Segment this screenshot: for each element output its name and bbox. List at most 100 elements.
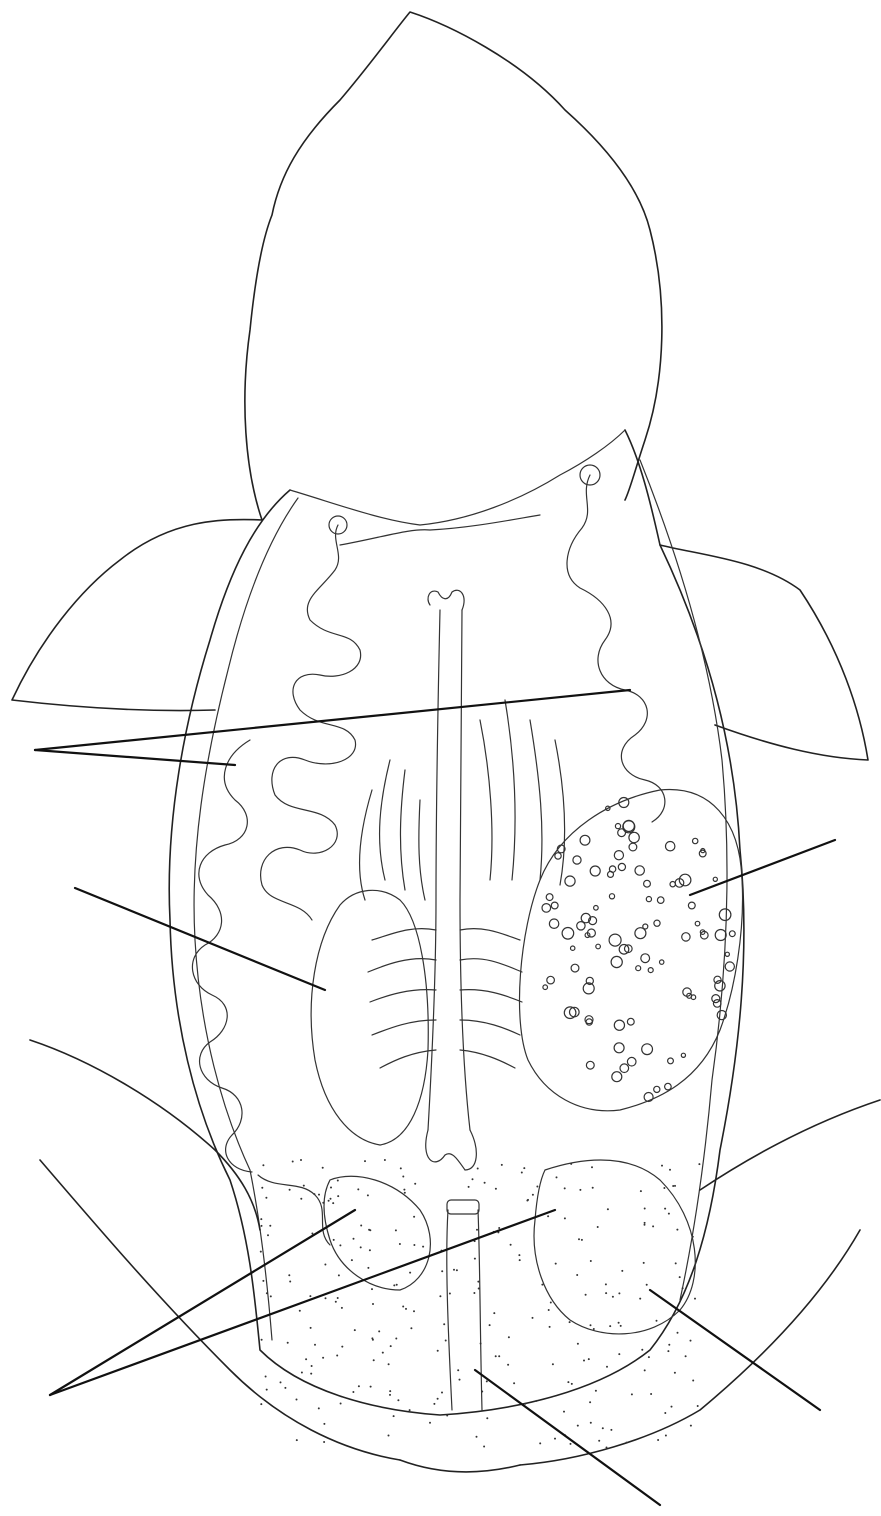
stipple-dot (570, 1443, 572, 1445)
stipple-dot (495, 1188, 497, 1190)
stipple-dot (606, 1366, 608, 1368)
stipple-dot (360, 1225, 362, 1227)
stipple-dot (476, 1229, 478, 1231)
egg-circle (635, 928, 646, 939)
egg-circle (712, 995, 720, 1003)
stipple-dot (266, 1292, 268, 1294)
stipple-dot (652, 1225, 654, 1227)
stipple-dot (328, 1200, 330, 1202)
stipple-dot (410, 1327, 412, 1329)
stipple-dot (414, 1183, 416, 1185)
stipple-dot (323, 1441, 325, 1443)
stipple-dot (318, 1194, 320, 1196)
right-hindlimb (520, 1100, 880, 1465)
stipple-dot (413, 1310, 415, 1312)
stipple-dot (352, 1391, 354, 1393)
stipple-dot (266, 1389, 268, 1391)
leader-line-oviduct-left (35, 750, 235, 765)
stipple-dot (685, 1355, 687, 1357)
stipple-dot (692, 1380, 694, 1382)
egg-circle (713, 1000, 721, 1008)
stipple-dot (532, 1317, 534, 1319)
stipple-dot (694, 1298, 696, 1300)
stipple-dot (501, 1164, 503, 1166)
stipple-dot (518, 1254, 520, 1256)
stipple-dot (459, 1379, 461, 1381)
egg-circle (608, 871, 614, 877)
stipple-dot (289, 1281, 291, 1283)
stipple-dot (581, 1239, 583, 1241)
stipple-dot (429, 1422, 431, 1424)
stipple-dot (570, 1163, 572, 1165)
stipple-dot (288, 1274, 290, 1276)
stipple-dot (569, 1321, 571, 1323)
stipple-dot (301, 1372, 303, 1374)
stipple-dot (360, 1246, 362, 1248)
pectoral-girdle (290, 430, 625, 525)
egg-circle (642, 1044, 653, 1055)
egg-circle (580, 835, 590, 845)
stipple-dot (260, 1218, 262, 1220)
stipple-dot (682, 1287, 684, 1289)
stipple-dot (378, 1330, 380, 1332)
stipple-dot (333, 1239, 335, 1241)
stipple-dot (526, 1200, 528, 1202)
egg-circle (627, 1057, 636, 1066)
stipple-dot (265, 1197, 267, 1199)
stipple-dot (583, 1360, 585, 1362)
egg-circle (670, 882, 675, 887)
stipple-dot (296, 1439, 298, 1441)
stipple-dot (667, 1350, 669, 1352)
stipple-dot (472, 1178, 474, 1180)
stipple-dot (690, 1340, 692, 1342)
stipple-dot (563, 1411, 565, 1413)
egg-circle (551, 902, 558, 909)
stipple-dot (260, 1251, 262, 1253)
stipple-dot (335, 1301, 337, 1303)
stipple-dot (280, 1381, 282, 1383)
stipple-dot (656, 1320, 658, 1322)
stipple-dot (507, 1364, 509, 1366)
egg-circle (614, 851, 623, 860)
egg-circle (635, 866, 644, 875)
egg-circle (682, 933, 690, 941)
stipple-dot (590, 1324, 592, 1326)
egg-circle (614, 1043, 624, 1053)
stipple-dot (267, 1234, 269, 1236)
egg-circle (693, 838, 698, 843)
stipple-dot (536, 1186, 538, 1188)
egg-circle (555, 853, 561, 859)
stipple-dot (493, 1312, 495, 1314)
egg-circle (648, 968, 653, 973)
stipple-dot (663, 1187, 665, 1189)
egg-circle (666, 842, 675, 851)
stipple-dot (332, 1202, 334, 1204)
stipple-dot (303, 1185, 305, 1187)
stipple-dot (644, 1224, 646, 1226)
stipple-dot (498, 1227, 500, 1229)
stipple-dot (605, 1292, 607, 1294)
stipple-dot (395, 1338, 397, 1340)
stipple-dot (441, 1270, 443, 1272)
stipple-dot (697, 1405, 699, 1407)
stipple-dot (322, 1167, 324, 1169)
stipple-dot (313, 1193, 315, 1195)
stipple-dot (571, 1383, 573, 1385)
stipple-dot (690, 1425, 692, 1427)
egg-circle (719, 909, 731, 921)
leader-line-oviduct-top (35, 690, 630, 750)
stipple-dot (309, 1295, 311, 1297)
stipple-dot (384, 1159, 386, 1161)
stipple-dot (698, 1163, 700, 1165)
stipple-dot (300, 1198, 302, 1200)
egg-circle (614, 1020, 624, 1030)
stipple-dot (609, 1325, 611, 1327)
egg-circle (609, 894, 614, 899)
stipple-dot (433, 1403, 435, 1405)
egg-circle (725, 962, 734, 971)
stipple-dot (671, 1406, 673, 1408)
stipple-dot (369, 1229, 371, 1231)
stipple-dot (549, 1326, 551, 1328)
left-ovisac (324, 1176, 430, 1290)
stipple-dot (409, 1409, 411, 1411)
